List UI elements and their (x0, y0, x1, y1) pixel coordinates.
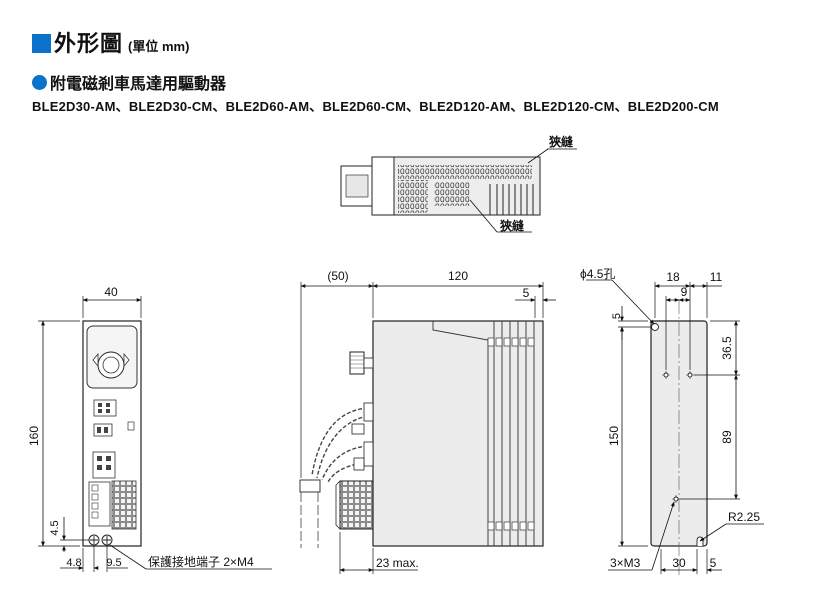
rear-dim-9: 9 (681, 285, 688, 299)
side-terminal-block (339, 480, 374, 530)
side-dim-50: (50) (327, 269, 348, 283)
rear-dim-30: 30 (672, 556, 686, 570)
side-dim-120: 120 (448, 269, 468, 283)
side-fins (493, 321, 535, 546)
brake-connector (93, 423, 113, 437)
model-list: BLE2D30-AM、BLE2D30-CM、BLE2D60-AM、BLE2D60… (32, 99, 719, 114)
rear-dim-r2-25: R2.25 (728, 510, 760, 524)
center-slit-block (434, 182, 470, 206)
rear-dim-36-5: 36.5 (720, 336, 734, 360)
slot-notch-icon (696, 536, 704, 546)
m3-hole-icon-3 (673, 496, 679, 502)
rear-dim-5-bottom: 5 (710, 556, 717, 570)
rear-dim-18: 18 (666, 270, 680, 284)
side-view: (50) 120 5 23 max. (299, 269, 556, 574)
arrow-keys-icon[interactable] (92, 352, 130, 368)
heatsink-fins (489, 184, 534, 215)
top-view: 狹縫 狹縫 (340, 134, 577, 233)
cable-bundle (299, 479, 321, 493)
rear-dim-11: 11 (710, 270, 723, 284)
lead-wires (311, 407, 369, 483)
title-row: 外形圖 (單位 mm) (32, 26, 189, 58)
m3-hole-icon-1 (663, 372, 669, 378)
dim-9-5: 9.5 (106, 557, 121, 569)
io-terminal-block (111, 480, 137, 530)
left-slit-block (398, 180, 428, 213)
ground-terminal-label: 保護接地端子 2×M4 (148, 554, 254, 569)
rear-dim-5-top: 5 (611, 313, 623, 319)
rear-dim-150: 150 (607, 426, 621, 446)
mount-hole-icon (651, 323, 659, 331)
front-height-dim: 160 (27, 426, 41, 446)
mini-usb-port (127, 421, 135, 431)
front-view: 40 160 4.5 4.8 9.5 保護接地端子 2×M4 (27, 285, 272, 572)
title-marker-icon (32, 34, 51, 53)
slit-label-lower: 狹縫 (499, 218, 525, 233)
m3-thread-label: 3×M3 (610, 556, 641, 570)
driver-side-body (372, 320, 544, 547)
dim-4-5: 4.5 (49, 520, 61, 535)
section-subtitle: 附電磁剎車馬達用驅動器 (50, 76, 227, 93)
side-dim-5: 5 (523, 286, 530, 300)
slit-label-upper: 狹縫 (548, 134, 574, 149)
rear-dim-89: 89 (720, 430, 734, 444)
side-dial-knob (349, 351, 365, 375)
subtitle-bullet-icon (32, 74, 47, 90)
signal-connector (93, 399, 117, 417)
dim-4-8: 4.8 (66, 557, 81, 569)
subtitle-row: 附電磁剎車馬達用驅動器 (32, 70, 226, 94)
side-dim-23max: 23 max. (376, 556, 419, 570)
page-title: 外形圖 (54, 31, 124, 56)
hole-diameter-label: ϕ4.5孔 (580, 267, 615, 281)
motor-connector (92, 451, 116, 479)
m3-hole-icon-2 (687, 372, 693, 378)
top-slit-row (398, 165, 532, 179)
front-width-dim: 40 (104, 285, 118, 299)
unit-note: (單位 mm) (128, 39, 190, 54)
rear-view: ϕ4.5孔 18 11 9 5 36.5 89 150 R2.25 (580, 267, 764, 575)
